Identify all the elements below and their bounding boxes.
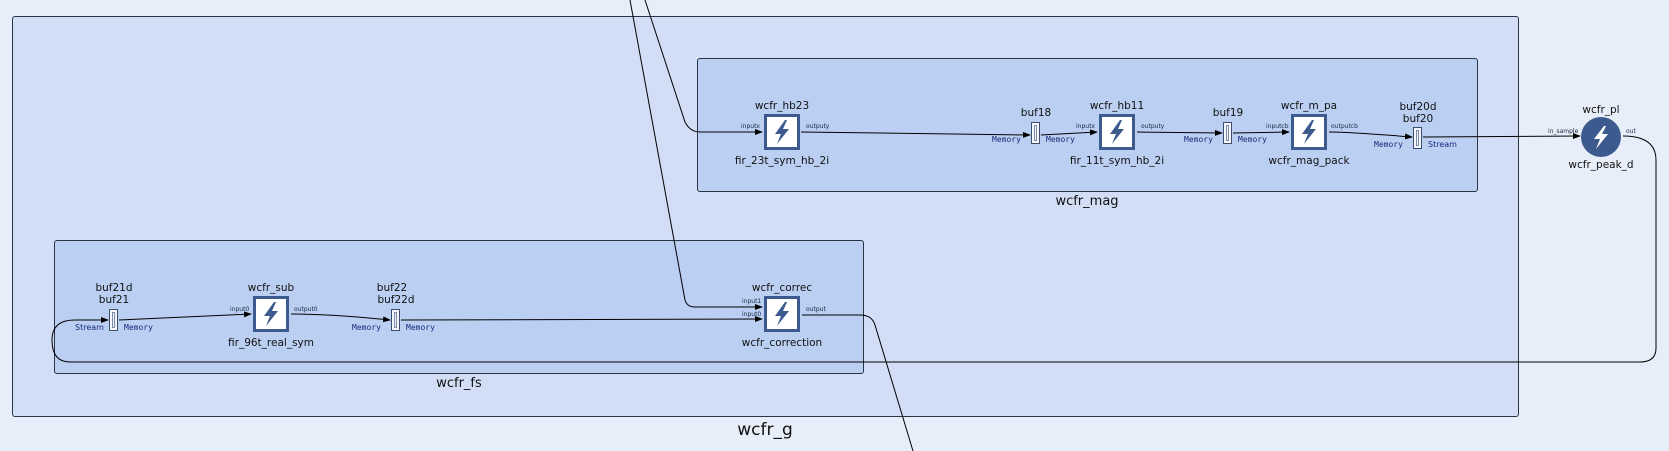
port-correc-in1: input1 xyxy=(742,298,762,305)
lightning-bolt-icon xyxy=(775,302,789,326)
kernel-func-hb11: fir_11t_sym_hb_2i xyxy=(1069,155,1165,167)
wire-hb23-to-buf18 xyxy=(800,131,1031,138)
buf18-left-type: Memory xyxy=(992,135,1021,144)
buf20-right-type: Stream xyxy=(1428,140,1457,149)
wire-correc-output xyxy=(802,314,914,451)
kernel-sub[interactable] xyxy=(253,296,289,332)
wire-buf21-to-sub xyxy=(118,311,252,321)
buffer-name-buf19: buf19 xyxy=(1212,107,1244,119)
lightning-bolt-icon xyxy=(1302,120,1316,144)
buffer-buf20[interactable] xyxy=(1413,127,1422,149)
buffer-buf22[interactable] xyxy=(391,309,400,331)
lightning-bolt-icon xyxy=(264,302,278,326)
group-wcfr-mag[interactable] xyxy=(697,58,1478,192)
port-correc-out: output xyxy=(806,306,826,313)
kernel-name-peak: wcfr_pl xyxy=(1582,104,1620,116)
kernel-func-sub: fir_96t_real_sym xyxy=(228,337,314,349)
buf19-left-type: Memory xyxy=(1184,135,1213,144)
buf19-right-type: Memory xyxy=(1238,135,1267,144)
buf20-left-type: Memory xyxy=(1374,140,1403,149)
group-label-wcfr-mag: wcfr_mag xyxy=(1055,194,1119,209)
kernel-name-correc: wcfr_correc xyxy=(751,282,813,294)
group-label-wcfr-g: wcfr_g xyxy=(737,420,793,440)
buffer-buf21[interactable] xyxy=(109,309,118,331)
wire-peak-loop-to-buf21 xyxy=(51,135,1657,363)
port-peak-in: in_sample xyxy=(1548,128,1579,135)
buffer-name-buf21d: buf21d xyxy=(95,282,133,294)
wire-buf22-to-correc-input0 xyxy=(400,316,763,323)
buffer-buf19[interactable] xyxy=(1223,122,1232,144)
kernel-name-hb11: wcfr_hb11 xyxy=(1089,100,1145,112)
wire-hb11-to-buf19 xyxy=(1136,129,1223,136)
wire-buf18-to-hb11 xyxy=(1040,129,1098,136)
wire-buf20-to-peak xyxy=(1422,133,1581,140)
port-correc-in0: input0 xyxy=(742,311,762,318)
buf21-left-type: Stream xyxy=(75,323,104,332)
wire-mpa-to-buf20 xyxy=(1328,131,1413,140)
kernel-hb23[interactable] xyxy=(764,114,800,150)
lightning-bolt-icon xyxy=(1110,120,1124,144)
wire-external-to-correc-input1 xyxy=(629,0,763,310)
buf22-left-type: Memory xyxy=(352,323,381,332)
kernel-correc[interactable] xyxy=(764,296,800,332)
wire-buf19-to-mpa xyxy=(1232,129,1290,136)
port-hb11-out: outputy xyxy=(1141,123,1165,130)
kernel-name-hb23: wcfr_hb23 xyxy=(754,100,810,112)
buffer-name-buf18: buf18 xyxy=(1020,107,1052,119)
lightning-bolt-icon xyxy=(1594,126,1608,149)
buffer-name-buf22d: buf22d xyxy=(377,294,415,306)
port-mpa-out: outputcb xyxy=(1331,123,1358,130)
buf18-right-type: Memory xyxy=(1046,135,1075,144)
port-peak-out: out xyxy=(1626,128,1636,135)
buffer-name-buf21: buf21 xyxy=(98,294,130,306)
buf22-right-type: Memory xyxy=(406,323,435,332)
kernel-peak[interactable] xyxy=(1581,117,1621,157)
buffer-name-buf20: buf20 xyxy=(1402,113,1434,125)
kernel-mpa[interactable] xyxy=(1291,114,1327,150)
buf21-right-type: Memory xyxy=(124,323,153,332)
port-sub-out: output0 xyxy=(294,306,318,313)
port-sub-in: input0 xyxy=(230,306,250,313)
port-hb23-out: outputy xyxy=(806,123,830,130)
buffer-name-buf20d: buf20d xyxy=(1399,101,1437,113)
kernel-name-sub: wcfr_sub xyxy=(247,282,295,294)
kernel-func-peak: wcfr_peak_d xyxy=(1568,159,1634,171)
kernel-func-correc: wcfr_correction xyxy=(741,337,823,349)
kernel-name-mpa: wcfr_m_pa xyxy=(1280,100,1338,112)
port-mpa-in: inputcb xyxy=(1266,123,1289,130)
port-hb11-in: inputx xyxy=(1076,123,1095,130)
lightning-bolt-icon xyxy=(775,120,789,144)
wire-external-to-hb23 xyxy=(644,0,763,135)
buffer-name-buf22: buf22 xyxy=(376,282,408,294)
buffer-buf18[interactable] xyxy=(1031,122,1040,144)
kernel-func-hb23: fir_23t_sym_hb_2i xyxy=(734,155,830,167)
wire-sub-to-buf22 xyxy=(290,313,391,323)
kernel-func-mpa: wcfr_mag_pack xyxy=(1268,155,1350,167)
kernel-hb11[interactable] xyxy=(1099,114,1135,150)
port-hb23-in: inputx xyxy=(741,123,760,130)
group-label-wcfr-fs: wcfr_fs xyxy=(436,376,482,391)
